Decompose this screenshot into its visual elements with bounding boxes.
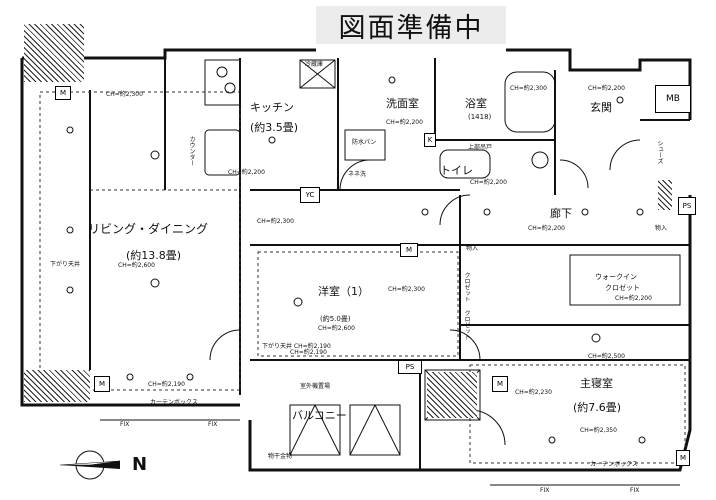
hatched-wall-right — [658, 180, 672, 210]
room-toilet-label: トイレ — [440, 164, 473, 177]
ch-toilet: CH=約2,200 — [470, 179, 507, 186]
fix-label-3: FIX — [540, 487, 550, 494]
storage2-label: 物入 — [655, 225, 668, 232]
north-arrow-icon — [60, 450, 121, 480]
upper-cabinet-label: 上部吊戸 — [468, 144, 493, 151]
ch-western-bottom: CH=約2,190 — [290, 349, 327, 356]
laundry-pan-label: 防水パン — [352, 139, 377, 146]
room-walkin2-label: クロゼット — [605, 284, 640, 292]
fridge-label: 冷蔵庫 — [305, 61, 324, 68]
outdoor-unit-label: 室外機置場 — [300, 383, 331, 390]
ps-tag-bottom: PS — [398, 360, 422, 374]
ch-living-top: CH=約2,300 — [106, 91, 143, 98]
ch-master-bottom: CH=約2,350 — [580, 427, 617, 434]
room-master-label: 主寝室 — [580, 377, 613, 390]
ch-living-bottom: CH=約2,190 — [148, 381, 185, 388]
closet2-label: クロゼット — [463, 310, 470, 340]
fix-label-1: FIX — [120, 421, 130, 428]
m-tag-master-left: M — [492, 376, 508, 392]
ch-corridor: CH=約2,200 — [528, 225, 565, 232]
room-balcony-label: バルコニー — [292, 409, 347, 422]
room-wash-label: 洗面室 — [386, 97, 419, 110]
fix-label-2: FIX — [208, 421, 218, 428]
ch-walkin: CH=約2,200 — [615, 295, 652, 302]
m-tag-living-bottom: M — [94, 376, 110, 392]
ch-wash: CH=約2,200 — [386, 119, 423, 126]
bottom-fix-lines — [100, 419, 680, 486]
ch-entrance: CH=約2,200 — [588, 85, 625, 92]
room-kitchen-size: (約3.5畳) — [250, 121, 299, 134]
ch-bath: CH=約2,300 — [510, 85, 547, 92]
curtain-box-label: カーテンボックス — [150, 399, 198, 406]
counter-label: カウンター — [188, 136, 195, 166]
room-master-size: (約7.6畳) — [573, 401, 622, 414]
compass-n-label: N — [132, 454, 148, 475]
ps-tag-right: PS — [678, 197, 696, 215]
room-living-size: (約13.8畳) — [126, 249, 182, 262]
gas-label: ネネ洗 — [348, 171, 367, 178]
room-bath-size: (1418) — [468, 113, 492, 121]
ch-western-closet: CH=約2,300 — [388, 286, 425, 293]
inner-walls — [89, 58, 690, 470]
room-western-size: (約5.0畳) — [320, 315, 351, 323]
banner-title: 図面準備中 — [316, 6, 506, 44]
lowered-ceiling-label: 下がり天井 — [50, 261, 81, 268]
ch-kitchen: CH=約2,200 — [228, 169, 265, 176]
m-tag-living: M — [55, 86, 71, 100]
fixtures — [204, 59, 681, 456]
ch-living-mid: CH=約2,600 — [118, 262, 155, 269]
ch-western: CH=約2,600 — [318, 325, 355, 332]
ch-kitchen-bottom: CH=約2,300 — [257, 218, 294, 225]
fix-label-4: FIX — [630, 487, 640, 494]
room-living-label: リビング・ダイニング — [88, 222, 209, 236]
hatched-wall-bottom-left — [24, 370, 90, 402]
lowered-ceiling-living: 下がり天井 CH=約2,190 — [262, 343, 331, 350]
room-western-label: 洋室（1） — [318, 285, 369, 298]
hatched-wall-top-left — [24, 24, 84, 82]
door-swings — [209, 139, 641, 446]
storage-label: 物入 — [466, 245, 479, 252]
room-corridor-label: 廊下 — [550, 207, 572, 220]
sink-label: 物干金物 — [268, 453, 293, 460]
curtain-box2-label: カーテンボックス — [590, 461, 638, 468]
closet-label: クロゼット — [463, 272, 470, 302]
m-tag-master-right: M — [676, 450, 690, 466]
room-kitchen-label: キッチン — [250, 101, 294, 114]
hatched-wall-shaft — [427, 372, 477, 418]
room-entrance-label: 玄関 — [590, 101, 612, 114]
ch-master-top: CH=約2,500 — [588, 353, 625, 360]
k-tag: K — [424, 133, 436, 147]
light-fixtures — [66, 76, 646, 444]
ch-master-mid: CH=約2,230 — [515, 389, 552, 396]
mb-tag: MB — [655, 85, 691, 113]
shoes-label: シューズ — [656, 140, 663, 164]
yc-tag: YC — [300, 187, 320, 203]
room-walkin-label: ウォークイン — [595, 273, 637, 281]
m-tag-western: M — [400, 243, 418, 257]
room-bath-label: 浴室 — [465, 97, 487, 110]
